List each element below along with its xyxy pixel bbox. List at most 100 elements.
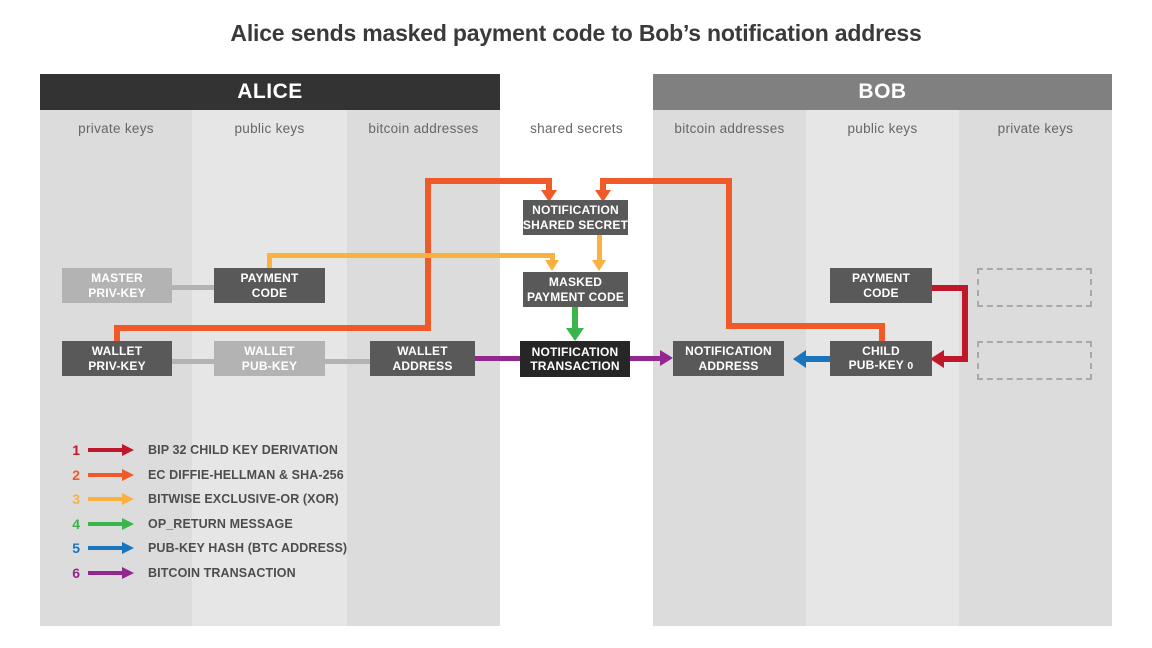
- legend-number-2: 2: [72, 466, 80, 483]
- node-wallet-priv-key[interactable]: WALLET PRIV-KEY: [62, 341, 172, 376]
- node-wallet-address-line1: WALLET: [397, 344, 448, 359]
- legend-row-4: 4 OP_RETURN MESSAGE: [64, 512, 347, 537]
- node-master-priv-key-line1: MASTER: [91, 271, 143, 286]
- ghost-box-bob-private-key-upper: [977, 268, 1092, 307]
- node-notification-shared-secret[interactable]: NOTIFICATION SHARED SECRET: [523, 200, 628, 235]
- legend-label-2: EC DIFFIE-HELLMAN & SHA-256: [148, 467, 344, 482]
- party-header-bob: BOB: [653, 74, 1112, 110]
- legend-arrow-6-icon: [88, 566, 134, 579]
- arrowhead-xor-left: [545, 260, 559, 271]
- legend-row-1: 1 BIP 32 CHILD KEY DERIVATION: [64, 438, 347, 463]
- legend-row-6: 6 BITCOIN TRANSACTION: [64, 561, 347, 586]
- arrowhead-btctx: [660, 350, 673, 366]
- edge-xor-paymentcode-riser: [267, 253, 272, 274]
- legend-row-3: 3 BITWISE EXCLUSIVE-OR (XOR): [64, 487, 347, 512]
- arrowhead-ecdh-bob: [595, 190, 611, 202]
- arrowhead-xor-right: [592, 260, 606, 271]
- connector-wallet-pub-to-wallet-address: [325, 359, 370, 364]
- legend-number-1: 1: [72, 442, 80, 459]
- node-wallet-pub-key-line1: WALLET: [244, 344, 295, 359]
- page-title: Alice sends masked payment code to Bob’s…: [230, 20, 922, 46]
- edge-xor-horizontal: [267, 253, 555, 258]
- ghost-box-bob-private-key-lower: [977, 341, 1092, 380]
- node-masked-payment-code-line1: MASKED: [548, 275, 603, 290]
- node-child-pub-key-0-line1: CHILD: [862, 344, 900, 359]
- node-payment-code-alice-line1: PAYMENT: [240, 271, 299, 286]
- node-master-priv-key-line2: PRIV-KEY: [88, 285, 146, 300]
- column-header-bob-private-keys: private keys: [997, 120, 1074, 136]
- column-header-alice-private-keys: private keys: [78, 120, 154, 136]
- node-notification-transaction-line2: TRANSACTION: [530, 359, 620, 373]
- edge-btctx-notiftx-to-address: [628, 356, 666, 361]
- legend-label-6: BITCOIN TRANSACTION: [148, 565, 296, 580]
- column-header-bob-bitcoin-addresses: bitcoin addresses: [674, 120, 785, 136]
- node-notification-shared-secret-line2: SHARED SECRET: [522, 217, 629, 232]
- node-wallet-address[interactable]: WALLET ADDRESS: [370, 341, 475, 376]
- node-child-pub-key-0-label: PUB-KEY: [848, 358, 904, 373]
- legend-row-2: 2 EC DIFFIE-HELLMAN & SHA-256: [64, 463, 347, 488]
- legend-arrow-1-icon: [88, 444, 134, 457]
- legend-number-5: 5: [72, 540, 80, 557]
- legend-arrow-3-icon: [88, 493, 134, 506]
- edge-ecdh-bob-top-rail: [600, 178, 732, 184]
- legend-number-6: 6: [72, 564, 80, 581]
- node-child-pub-key-0[interactable]: CHILD PUB-KEY 0: [830, 341, 932, 376]
- node-child-pub-key-0-line2: PUB-KEY 0: [849, 358, 914, 372]
- node-wallet-priv-key-line1: WALLET: [91, 344, 143, 359]
- node-payment-code-bob[interactable]: PAYMENT CODE: [830, 268, 932, 303]
- connector-master-priv-to-payment-code: [172, 285, 214, 290]
- node-wallet-priv-key-line2: PRIV-KEY: [88, 358, 146, 373]
- node-masked-payment-code-line2: PAYMENT CODE: [526, 289, 625, 304]
- node-payment-code-bob-line1: PAYMENT: [851, 271, 911, 286]
- edge-ecdh-alice-horizontal-a: [114, 325, 431, 331]
- legend-arrow-5-icon: [88, 542, 134, 555]
- legend-label-4: OP_RETURN MESSAGE: [148, 516, 293, 531]
- legend-number-3: 3: [72, 491, 80, 508]
- column-header-alice-bitcoin-addresses: bitcoin addresses: [368, 120, 479, 136]
- legend-label-5: PUB-KEY HASH (BTC ADDRESS): [148, 541, 348, 556]
- legend-row-5: 5 PUB-KEY HASH (BTC ADDRESS): [64, 536, 347, 561]
- column-header-bob-public-keys: public keys: [847, 120, 918, 136]
- legend-number-4: 4: [72, 515, 80, 532]
- connector-wallet-priv-to-wallet-pub: [172, 359, 214, 364]
- edge-bip32-horizontal-bottom: [943, 356, 968, 362]
- node-wallet-pub-key-line2: PUB-KEY: [241, 358, 298, 373]
- arrowhead-pubkeyhash: [793, 350, 806, 368]
- legend-label-3: BITWISE EXCLUSIVE-OR (XOR): [148, 492, 339, 507]
- legend-label-1: BIP 32 CHILD KEY DERIVATION: [148, 443, 339, 458]
- column-band-bob-private-keys: [959, 74, 1112, 626]
- node-wallet-pub-key[interactable]: WALLET PUB-KEY: [214, 341, 325, 376]
- node-notification-transaction-line1: NOTIFICATION: [531, 344, 619, 359]
- edge-opreturn-shaft: [572, 305, 578, 331]
- node-masked-payment-code[interactable]: MASKED PAYMENT CODE: [523, 272, 628, 307]
- edge-pubkeyhash-shaft: [805, 356, 833, 362]
- legend: 1 BIP 32 CHILD KEY DERIVATION 2 EC DIFFI…: [64, 438, 347, 585]
- node-master-priv-key[interactable]: MASTER PRIV-KEY: [62, 268, 172, 303]
- column-header-alice-public-keys: public keys: [234, 120, 305, 136]
- node-notification-address-line2: ADDRESS: [698, 358, 759, 373]
- edge-ecdh-bob-drop-to-child: [879, 323, 885, 345]
- node-wallet-address-line2: ADDRESS: [392, 358, 453, 373]
- edge-ecdh-alice-drop: [546, 178, 552, 192]
- edge-xor-drop-left: [550, 253, 555, 262]
- node-child-pub-key-0-index: 0: [907, 360, 914, 373]
- node-payment-code-bob-line2: CODE: [863, 285, 899, 300]
- arrowhead-ecdh-alice: [541, 190, 557, 202]
- node-notification-shared-secret-line1: NOTIFICATION: [532, 203, 619, 218]
- edge-ecdh-alice-top-rail: [425, 178, 552, 184]
- edge-ecdh-bob-vertical-b: [726, 178, 732, 329]
- column-header-shared-secrets: shared secrets: [530, 120, 623, 136]
- edge-xor-drop-right: [597, 235, 602, 262]
- edge-btctx-wallet-to-notiftx: [465, 356, 525, 361]
- edge-ecdh-bob-horizontal-a: [726, 323, 885, 329]
- node-notification-address[interactable]: NOTIFICATION ADDRESS: [673, 341, 784, 376]
- legend-arrow-4-icon: [88, 517, 134, 530]
- node-payment-code-alice-line2: CODE: [251, 285, 288, 300]
- node-notification-address-line1: NOTIFICATION: [685, 344, 772, 359]
- legend-arrow-2-icon: [88, 468, 134, 481]
- node-payment-code-alice[interactable]: PAYMENT CODE: [214, 268, 325, 303]
- node-notification-transaction[interactable]: NOTIFICATION TRANSACTION: [520, 341, 630, 377]
- arrowhead-bip32: [930, 350, 944, 368]
- arrowhead-opreturn: [566, 328, 584, 341]
